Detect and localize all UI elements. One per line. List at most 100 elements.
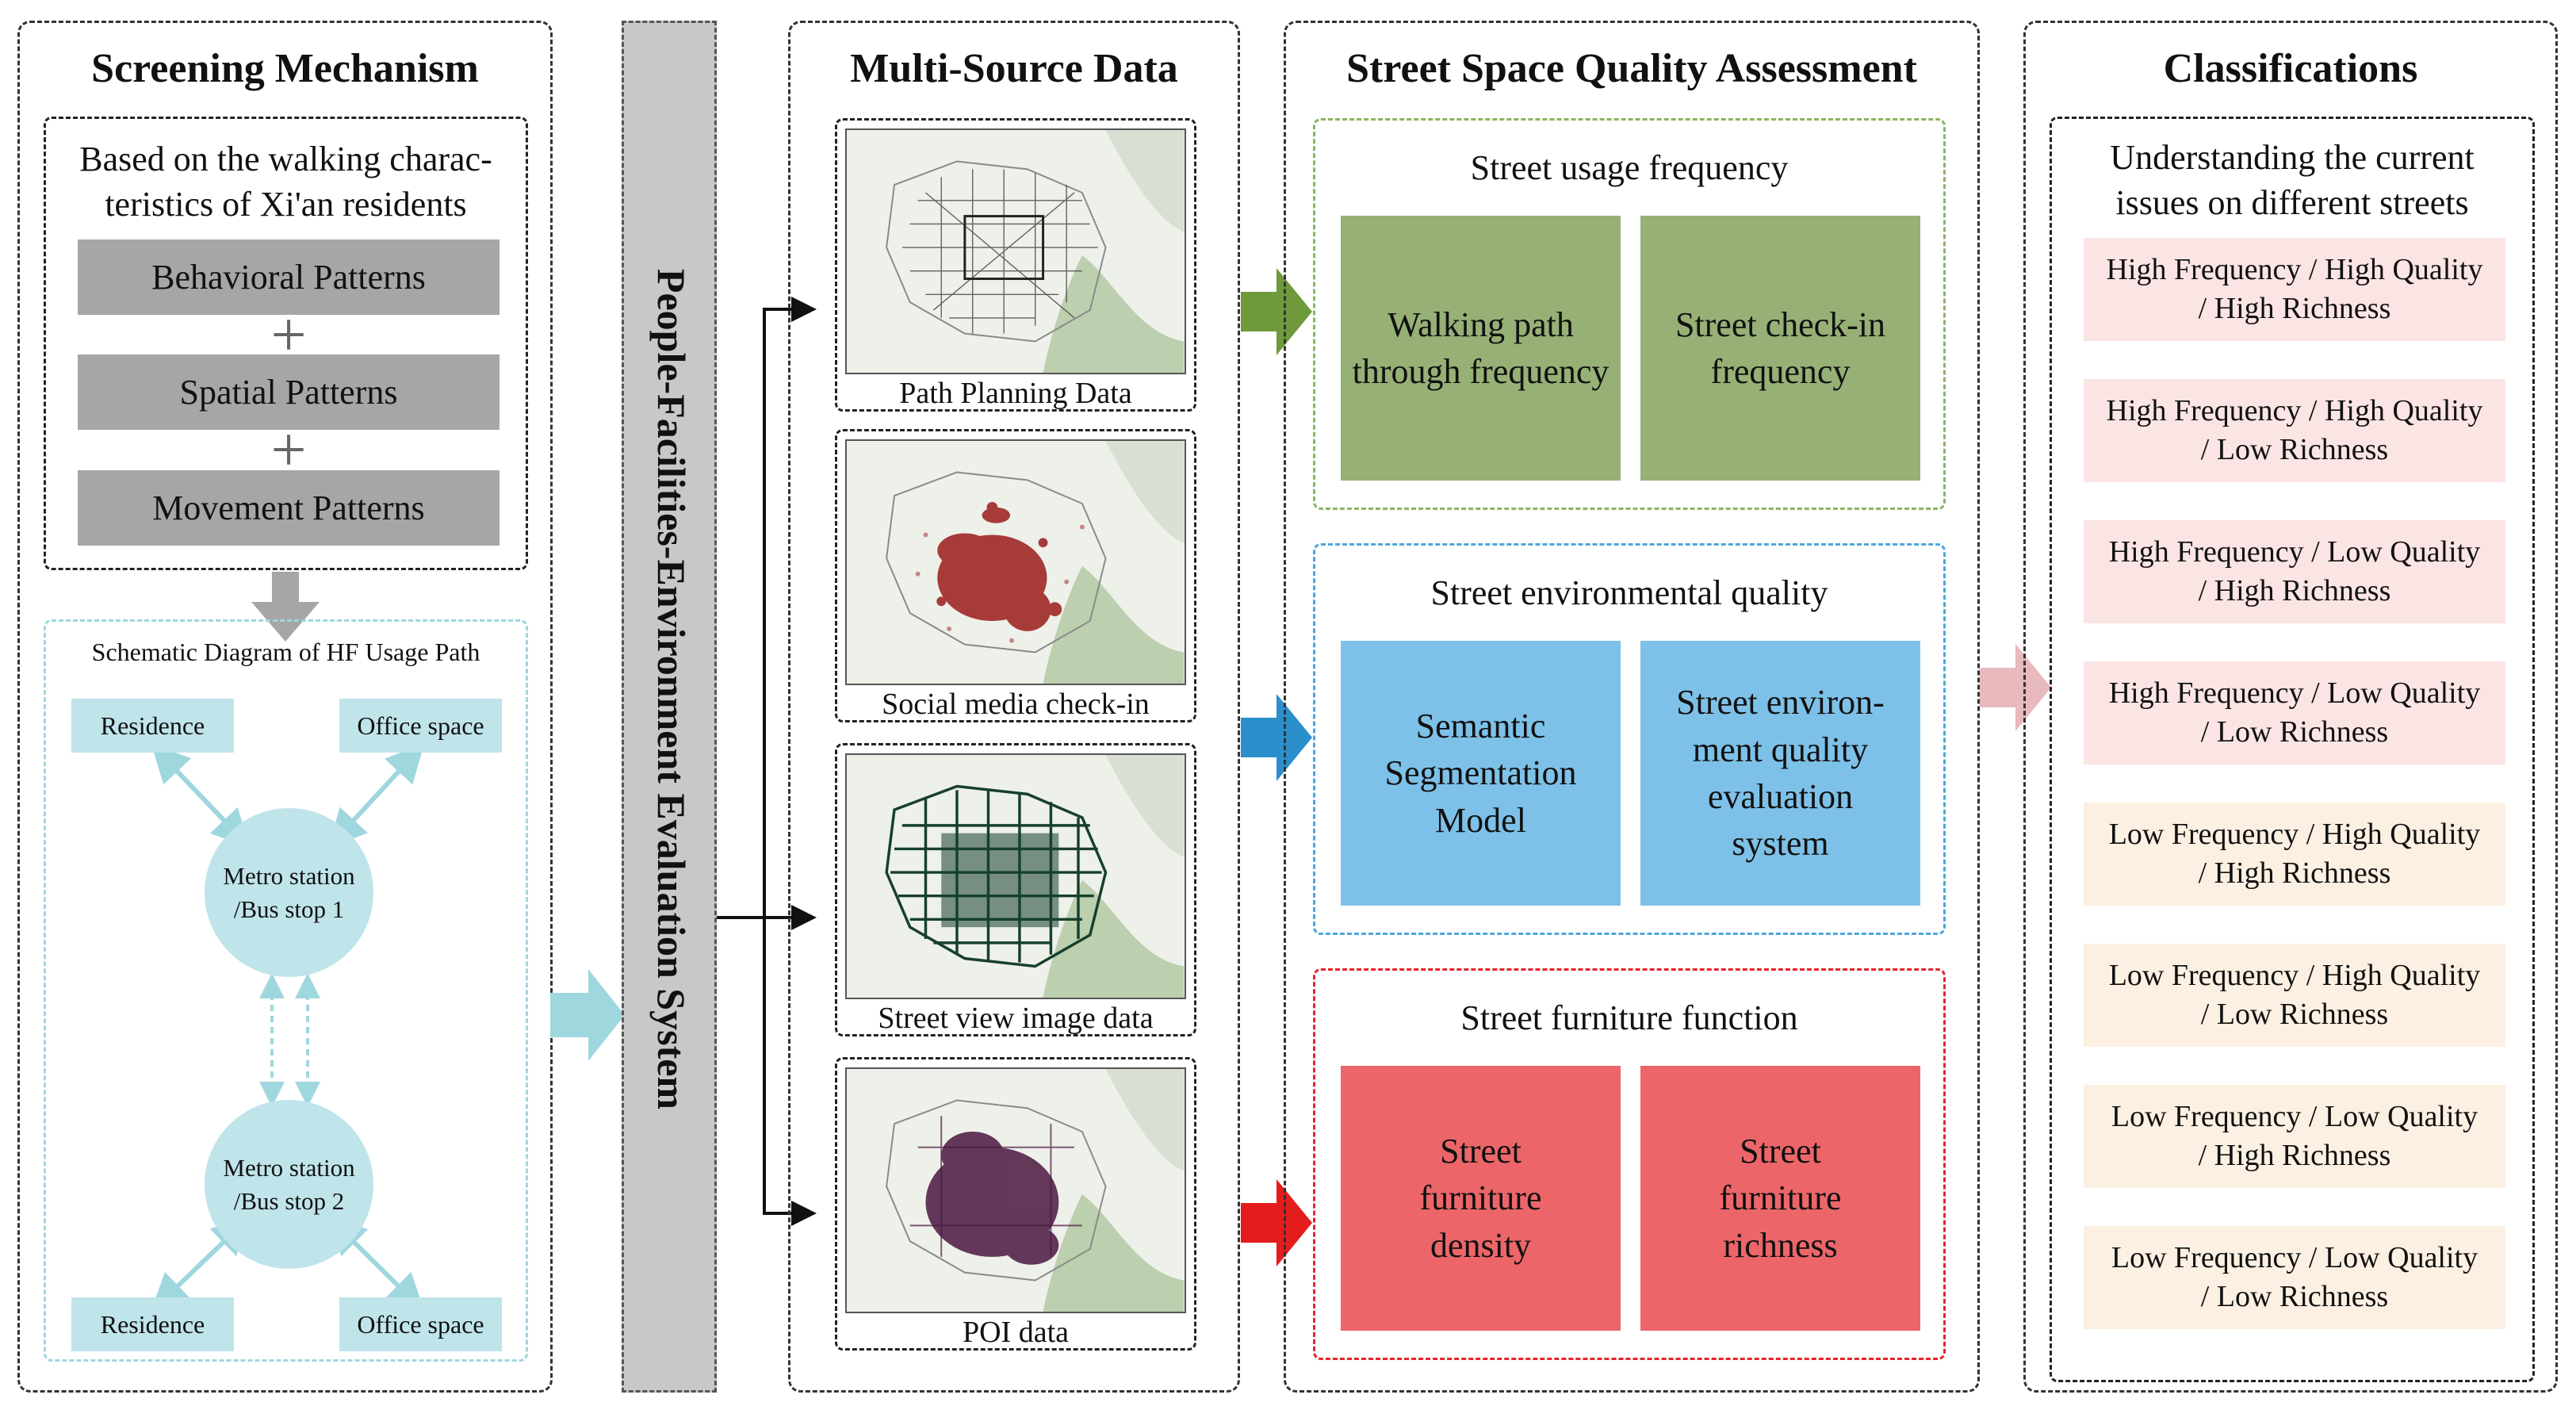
furniture-density-box: Street furniture density xyxy=(1341,1066,1621,1331)
class-6-line-2: / Low Richness xyxy=(2200,998,2389,1031)
screening-title: Screening Mechanism xyxy=(91,46,479,91)
down-arrow-icon xyxy=(251,572,320,642)
classification-item-4: High Frequency / Low Quality / Low Richn… xyxy=(2084,661,2505,764)
classification-item-1: High Frequency / High Quality / High Ric… xyxy=(2084,238,2505,341)
stop1-line-1: Metro station xyxy=(223,861,355,890)
spatial-patterns-box: Spatial Patterns xyxy=(78,354,500,430)
check-line-1: Street check-in xyxy=(1675,305,1886,344)
env-line-2: ment quality xyxy=(1692,730,1869,769)
branch-connectors xyxy=(717,297,817,1226)
screening-panel: Screening Mechanism Based on the walking… xyxy=(17,21,553,1393)
plus-sign-1: + xyxy=(270,301,307,370)
usage-frequency-group: Street usage frequency Walking path thro… xyxy=(1313,118,1946,510)
classification-item-2: High Frequency / High Quality / Low Rich… xyxy=(2084,379,2505,482)
evaluation-system-label: People-Facilities-Environment Evaluation… xyxy=(649,268,694,1110)
walk-line-2: through frequency xyxy=(1352,352,1610,391)
assessment-title: Street Space Quality Assessment xyxy=(1346,46,1917,91)
class-1-line-2: / High Richness xyxy=(2198,292,2391,325)
furniture-function-group: Street furniture function Street furnitu… xyxy=(1313,968,1946,1360)
classification-item-8: Low Frequency / Low Quality / Low Richne… xyxy=(2084,1226,2505,1329)
walking-characteristics-box: Based on the walking charac- teristics o… xyxy=(44,117,528,570)
environment-evaluation-box: Street environ- ment quality evaluation … xyxy=(1640,641,1920,906)
residence-box-bottom: Residence xyxy=(71,1297,234,1351)
description-line-1: Based on the walking charac- xyxy=(79,140,492,178)
class-5-line-1: Low Frequency / High Quality xyxy=(2108,817,2481,851)
den-line-2: furniture xyxy=(1419,1178,1542,1218)
den-line-1: Street xyxy=(1440,1131,1521,1171)
poi-map xyxy=(845,1067,1186,1313)
class-4-line-2: / Low Richness xyxy=(2200,715,2389,749)
right-arrow-icon-blue xyxy=(1241,694,1312,781)
metro-bus-stop-2: Metro station /Bus stop 2 xyxy=(205,1100,373,1269)
seg-line-3: Model xyxy=(1435,800,1526,840)
stop2-line-2: /Bus stop 2 xyxy=(233,1186,345,1215)
class-2-line-2: / Low Richness xyxy=(2200,433,2389,466)
intro-line-1: Understanding the current xyxy=(2110,138,2475,177)
classification-item-3: High Frequency / Low Quality / High Rich… xyxy=(2084,520,2505,623)
walk-line-1: Walking path xyxy=(1388,305,1574,344)
evaluation-system-bar: People-Facilities-Environment Evaluation… xyxy=(622,21,717,1393)
rich-line-2: furniture xyxy=(1719,1178,1842,1218)
classifications-list-box: Understanding the current issues on diff… xyxy=(2050,117,2535,1382)
street-view-caption: Street view image data xyxy=(878,1002,1154,1035)
class-7-line-1: Low Frequency / Low Quality xyxy=(2111,1099,2478,1133)
class-3-line-2: / High Richness xyxy=(2198,574,2391,607)
class-2-line-1: High Frequency / High Quality xyxy=(2106,393,2483,427)
class-7-line-2: / High Richness xyxy=(2198,1139,2391,1172)
right-arrow-icon-cyan xyxy=(550,969,625,1061)
classification-item-6: Low Frequency / High Quality / Low Richn… xyxy=(2084,944,2505,1047)
behavioral-patterns-box: Behavioral Patterns xyxy=(78,239,500,315)
schematic-title: Schematic Diagram of HF Usage Path xyxy=(91,638,480,666)
source-path-planning: Path Planning Data xyxy=(835,118,1196,412)
source-street-view: Street view image data xyxy=(835,743,1196,1036)
usage-frequency-heading: Street usage frequency xyxy=(1470,148,1789,187)
check-line-2: frequency xyxy=(1710,352,1851,391)
plus-sign-2: + xyxy=(270,416,307,485)
source-social-media: Social media check-in xyxy=(835,429,1196,722)
classifications-intro: Understanding the current issues on diff… xyxy=(2052,135,2532,225)
classification-item-7: Low Frequency / Low Quality / High Richn… xyxy=(2084,1085,2505,1188)
semantic-segmentation-box: Semantic Segmentation Model xyxy=(1341,641,1621,906)
office-space-box-top: Office space xyxy=(339,699,502,753)
multisource-panel: Multi-Source Data Path Planning Data xyxy=(788,21,1240,1393)
classification-item-5: Low Frequency / High Quality / High Rich… xyxy=(2084,803,2505,906)
social-media-map xyxy=(845,439,1186,685)
movement-patterns-box: Movement Patterns xyxy=(78,470,500,546)
residence-box-top: Residence xyxy=(71,699,234,753)
stop1-line-2: /Bus stop 1 xyxy=(233,895,345,923)
env-line-1: Street environ- xyxy=(1676,683,1885,722)
class-8-line-1: Low Frequency / Low Quality xyxy=(2111,1240,2478,1274)
class-4-line-1: High Frequency / Low Quality xyxy=(2108,676,2481,710)
multisource-title: Multi-Source Data xyxy=(850,46,1178,91)
path-planning-map xyxy=(845,128,1186,374)
class-6-line-1: Low Frequency / High Quality xyxy=(2108,958,2481,992)
right-arrow-icon-green xyxy=(1241,268,1312,355)
class-1-line-1: High Frequency / High Quality xyxy=(2106,252,2483,286)
rich-line-1: Street xyxy=(1740,1131,1821,1171)
schematic-diagram: Schematic Diagram of HF Usage Path Resid… xyxy=(44,619,528,1362)
metro-bus-stop-1: Metro station /Bus stop 1 xyxy=(205,808,373,977)
poi-caption: POI data xyxy=(962,1316,1070,1349)
environmental-quality-heading: Street environmental quality xyxy=(1430,573,1828,612)
social-media-caption: Social media check-in xyxy=(882,688,1150,721)
furniture-richness-box: Street furniture richness xyxy=(1640,1066,1920,1331)
assessment-panel: Street Space Quality Assessment Street u… xyxy=(1284,21,1980,1393)
classifications-title: Classifications xyxy=(2163,46,2418,91)
classifications-panel: Classifications Understanding the curren… xyxy=(2023,21,2558,1393)
check-in-frequency-box: Street check-in frequency xyxy=(1640,216,1920,481)
seg-line-2: Segmentation xyxy=(1384,753,1577,793)
class-8-line-2: / Low Richness xyxy=(2200,1280,2389,1313)
office-space-box-bottom: Office space xyxy=(339,1297,502,1351)
den-line-3: density xyxy=(1430,1225,1532,1265)
source-poi: POI data xyxy=(835,1057,1196,1351)
env-line-3: evaluation xyxy=(1707,777,1854,816)
rich-line-3: richness xyxy=(1723,1225,1838,1265)
street-view-map xyxy=(845,753,1186,999)
env-line-4: system xyxy=(1732,824,1829,864)
furniture-function-heading: Street furniture function xyxy=(1460,998,1798,1037)
class-5-line-2: / High Richness xyxy=(2198,856,2391,890)
seg-line-1: Semantic xyxy=(1415,706,1546,745)
walking-path-frequency-box: Walking path through frequency xyxy=(1341,216,1621,481)
environmental-quality-group: Street environmental quality Semantic Se… xyxy=(1313,543,1946,935)
walking-characteristics-text: Based on the walking charac- teristics o… xyxy=(46,136,526,227)
